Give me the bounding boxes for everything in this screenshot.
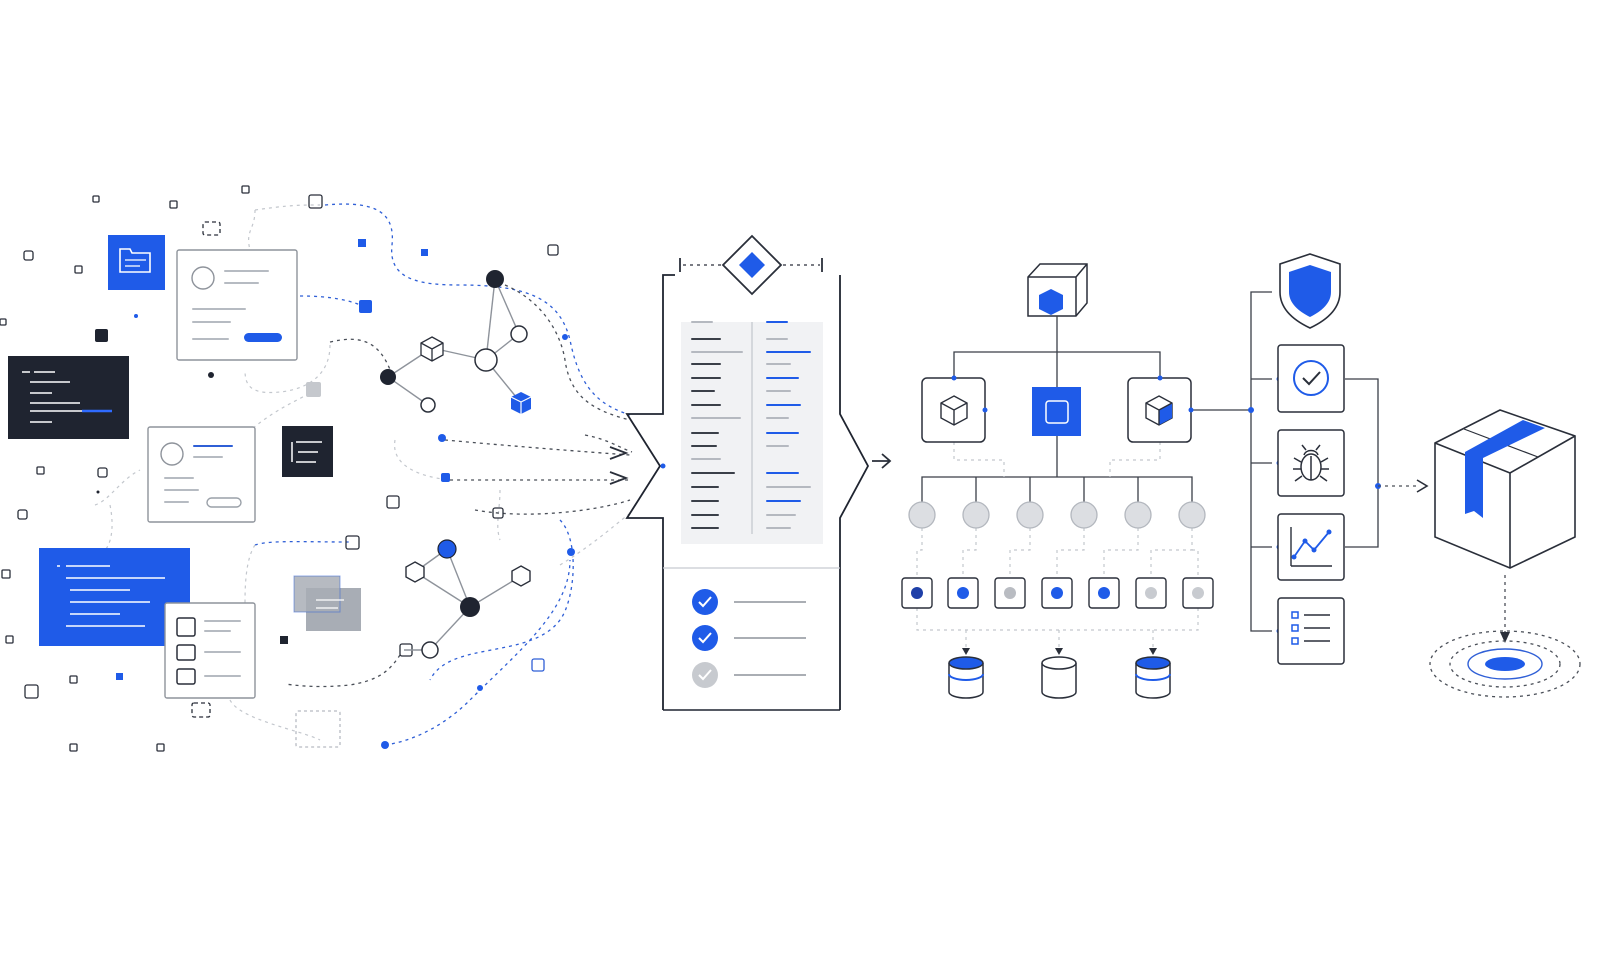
gate-code-listing (681, 321, 823, 544)
shield-icon (1279, 253, 1341, 329)
network-cluster-top (380, 270, 532, 414)
database-icon (1135, 656, 1171, 699)
checkmark-icon (1293, 360, 1329, 396)
cube-icon (420, 336, 444, 362)
gate-output-arrow (872, 453, 892, 469)
dot-nodes (901, 577, 1214, 609)
processing-hierarchy (901, 263, 1250, 699)
bug-icon (1293, 444, 1329, 482)
cube-icon-blue (510, 392, 532, 414)
code-panel-dark (8, 356, 129, 439)
card-button-shape (244, 333, 282, 342)
checklist-icon (1291, 611, 1330, 645)
chart-tile (1277, 513, 1345, 581)
folder-icon (119, 248, 151, 273)
database-icon (948, 656, 984, 699)
level1-box-right (1127, 375, 1194, 443)
line-chart-icon (1290, 527, 1332, 567)
square-icon (1045, 400, 1069, 424)
profile-card-top (176, 249, 298, 361)
gate-header (679, 234, 823, 296)
target-rings-icon (1429, 630, 1581, 698)
package-output (1429, 409, 1581, 698)
hierarchy-connectors (921, 316, 1250, 502)
database-icons (948, 656, 1171, 699)
list-icon (291, 441, 322, 463)
gate-frame (625, 274, 870, 711)
checkmark-icon (692, 662, 718, 688)
checklist-card (164, 602, 256, 699)
check-tile (1277, 344, 1345, 413)
check-item-1 (692, 589, 806, 615)
list-tile (1277, 597, 1345, 665)
bug-tile (1277, 429, 1345, 497)
root-cube-box (1027, 263, 1088, 317)
package-box-icon (1434, 409, 1576, 569)
checkmark-icon (692, 625, 718, 651)
database-icon (1041, 656, 1077, 699)
circle-nodes (908, 501, 1206, 529)
folder-icon-tile (108, 235, 165, 290)
scatter-filled-squares (95, 239, 450, 680)
profile-card-middle (147, 426, 256, 523)
scatter-dots (96, 314, 575, 749)
check-item-2 (692, 625, 806, 651)
hierarchy-dashed-connectors (916, 442, 1199, 650)
terminal-icon-tile (282, 426, 333, 477)
stacked-windows (293, 575, 361, 631)
review-gate (625, 234, 892, 711)
check-item-3 (692, 662, 806, 688)
level1-box-center (1032, 387, 1081, 436)
network-cluster-bottom (404, 539, 531, 659)
checks-bracket (1250, 291, 1379, 632)
input-arrows (609, 446, 629, 485)
checkmark-icon (692, 589, 718, 615)
card-button-shape (206, 497, 242, 508)
gate-port (660, 463, 666, 469)
scattered-inputs (0, 185, 633, 752)
hierarchy-arrowheads (962, 648, 1157, 655)
scatter-squares (0, 185, 559, 752)
level1-box-left (921, 375, 988, 443)
gate-checklist (692, 589, 806, 688)
checks-column (1248, 253, 1429, 665)
